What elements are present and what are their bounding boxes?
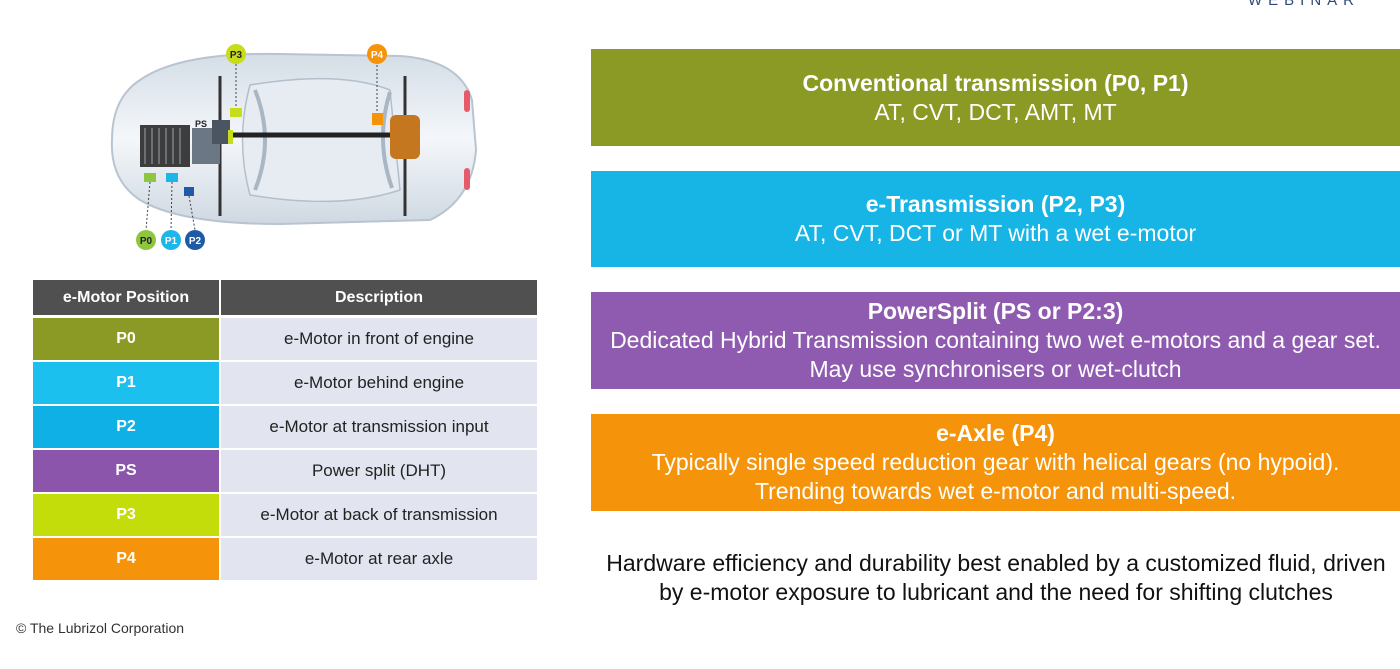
box-text: AT, CVT, DCT, AMT, MT xyxy=(874,98,1117,125)
position-cell: PS xyxy=(33,450,219,492)
box-title: Conventional transmission (P0, P1) xyxy=(802,69,1189,96)
table-row: P1 e-Motor behind engine xyxy=(33,362,537,406)
svg-text:P0: P0 xyxy=(140,236,153,247)
p4-badge: P4 xyxy=(367,44,387,64)
engine-block xyxy=(140,125,190,167)
box-text: AT, CVT, DCT or MT with a wet e-motor xyxy=(794,220,1197,246)
table-row: PS Power split (DHT) xyxy=(33,450,537,494)
description-cell: e-Motor at transmission input xyxy=(221,406,537,448)
p3-badge: P3 xyxy=(226,44,246,64)
table-row: P3 e-Motor at back of transmission xyxy=(33,494,537,538)
copyright-notice: © The Lubrizol Corporation xyxy=(16,620,185,636)
box-title: PowerSplit (PS or P2:3) xyxy=(867,298,1124,324)
svg-text:P1: P1 xyxy=(165,236,178,247)
description-cell: e-Motor in front of engine xyxy=(221,318,537,360)
position-cell: P2 xyxy=(33,406,219,448)
p2-badge: P2 xyxy=(185,230,205,250)
e-motor-position-table: e-Motor Position Description P0 e-Motor … xyxy=(33,280,537,582)
rear-differential xyxy=(390,115,420,159)
description-cell: Power split (DHT) xyxy=(221,450,537,492)
position-cell: P0 xyxy=(33,318,219,360)
description-cell: e-Motor at back of transmission xyxy=(221,494,537,536)
header-description: Description xyxy=(221,280,537,315)
table-row: P2 e-Motor at transmission input xyxy=(33,406,537,450)
table-row: P0 e-Motor in front of engine xyxy=(33,318,537,362)
position-cell: P3 xyxy=(33,494,219,536)
svg-text:P2: P2 xyxy=(189,236,202,247)
position-cell: P1 xyxy=(33,362,219,404)
p0-badge: P0 xyxy=(136,230,156,250)
box-title: e-Transmission (P2, P3) xyxy=(865,191,1126,217)
e-transmission-box: e-Transmission (P2, P3) AT, CVT, DCT or … xyxy=(591,171,1400,267)
description-cell: e-Motor at rear axle xyxy=(221,538,537,580)
vehicle-drivetrain-diagram: PS P3 P4 P0 P1 P2 xyxy=(100,40,490,255)
p1-badge: P1 xyxy=(161,230,181,250)
conventional-transmission-box: Conventional transmission (P0, P1) AT, C… xyxy=(591,49,1400,146)
svg-text:P3: P3 xyxy=(230,50,243,61)
car-cabin xyxy=(241,77,401,203)
position-cell: P4 xyxy=(33,538,219,580)
table-header-row: e-Motor Position Description xyxy=(33,280,537,315)
webinar-brand-tag: WEBINAR xyxy=(1247,0,1360,9)
e-axle-box: e-Axle (P4) Typically single speed reduc… xyxy=(591,414,1400,511)
box-title: e-Axle (P4) xyxy=(936,420,1055,446)
box-text: Dedicated Hybrid Transmission containing… xyxy=(610,327,1381,382)
summary-statement: Hardware efficiency and durability best … xyxy=(606,550,1386,605)
ps-marker-label: PS xyxy=(195,119,207,129)
description-cell: e-Motor behind engine xyxy=(221,362,537,404)
svg-text:P4: P4 xyxy=(371,50,384,61)
table-row: P4 e-Motor at rear axle xyxy=(33,538,537,582)
box-text: Typically single speed reduction gear wi… xyxy=(651,449,1340,504)
powersplit-box: PowerSplit (PS or P2:3) Dedicated Hybrid… xyxy=(591,292,1400,389)
header-position: e-Motor Position xyxy=(33,280,219,315)
